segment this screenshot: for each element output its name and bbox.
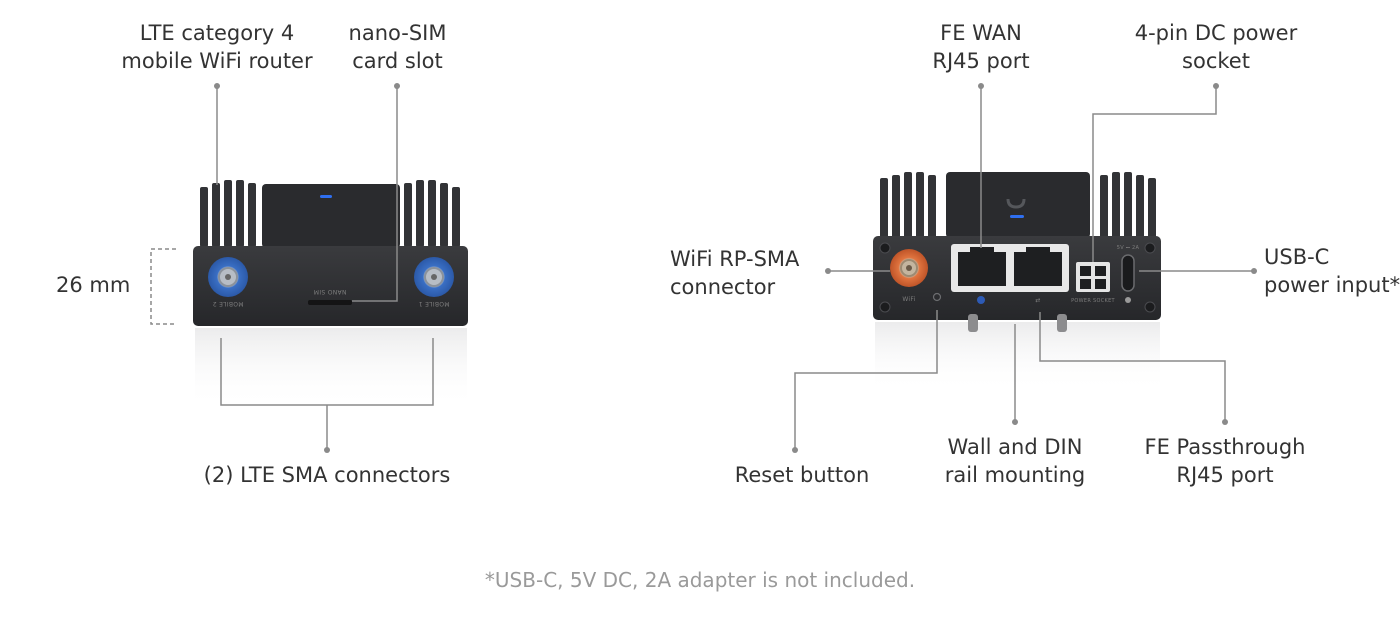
footnote: *USB-C, 5V DC, 2A adapter is not include…	[484, 568, 916, 592]
nano-sim-slot	[308, 300, 352, 305]
height-bracket	[150, 248, 176, 325]
router-reflection	[195, 328, 467, 408]
mobile-1-marking: MOBILE 1	[418, 300, 449, 307]
heat-fins-left	[200, 180, 256, 247]
right-callout-lines	[794, 86, 1254, 450]
status-led	[320, 195, 332, 198]
router-front-panel	[193, 246, 468, 326]
router-side-view: MOBILE 2 MOBILE 1 NANO SIM	[193, 180, 468, 408]
brand-logo	[1006, 198, 1026, 209]
mobile-2-marking: MOBILE 2	[212, 300, 243, 307]
label-height: 26 mm	[56, 273, 131, 297]
fe-wan-rj45-port	[958, 252, 1006, 286]
nano-sim-marking: NANO SIM	[314, 288, 347, 295]
rear-heat-fins-left	[880, 172, 936, 238]
usb-c-port	[1121, 254, 1135, 292]
callout-line-nano-sim	[352, 86, 398, 302]
callout-line-fe-passthrough	[1039, 312, 1226, 422]
router-rear-view: WiFi ⇄ POWER SOCKET 5V ⎓ 2A	[873, 172, 1161, 392]
power-socket-marking: POWER SOCKET	[1071, 298, 1115, 304]
rear-reflection	[875, 322, 1160, 392]
wifi-marking: WiFi	[902, 296, 915, 303]
label-reset: Reset button	[734, 463, 870, 487]
mounting-tab-right	[1057, 314, 1067, 332]
rear-heat-fins-right	[1100, 172, 1156, 238]
reset-button	[932, 292, 942, 302]
left-callout-lines	[150, 86, 434, 450]
usb-rating-marking: 5V ⎓ 2A	[1117, 245, 1140, 251]
heat-fins-right	[404, 180, 460, 247]
fe-passthrough-rj45-port	[1014, 252, 1062, 286]
rear-top-cap	[946, 172, 1090, 238]
svg-text:⇄: ⇄	[1035, 297, 1040, 304]
callout-line-dc-power	[1092, 86, 1217, 262]
callout-line-reset	[794, 310, 938, 450]
mounting-tab-left	[968, 314, 978, 332]
router-top-cap	[262, 184, 400, 248]
rear-status-led	[1010, 215, 1024, 218]
label-lte-sma: (2) LTE SMA connectors	[203, 463, 451, 487]
